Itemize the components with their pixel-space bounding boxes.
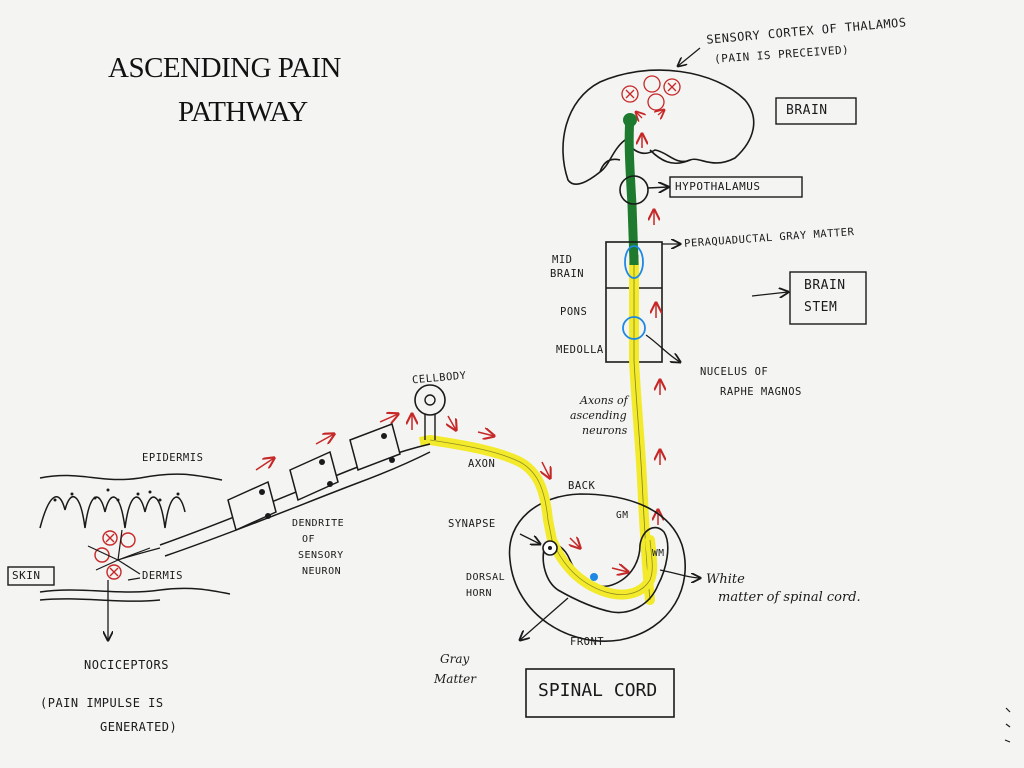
- page-title-line2: PATHWAY: [178, 96, 308, 128]
- ascending-arrows: [642, 134, 660, 525]
- cell-body: [414, 384, 446, 440]
- axon-label: AXON: [468, 458, 496, 470]
- gm-label: GM: [616, 510, 629, 521]
- dermis-label: DERMIS: [142, 570, 183, 582]
- dorsal-horn-label-2: HORN: [466, 588, 493, 599]
- myelin-sheaths: [227, 423, 401, 532]
- nociceptors-label: NOCICEPTORS: [84, 658, 169, 672]
- dendrite-label-2: OF: [302, 534, 316, 545]
- back-label: BACK: [568, 480, 596, 492]
- periaqueductal-marker: [624, 245, 644, 279]
- pain-impulse-label-2: GENERATED): [100, 720, 178, 734]
- brain-label: BRAIN: [786, 103, 828, 118]
- axons-label-1: Axons of: [580, 394, 628, 407]
- gray-matter-label-2: Matter: [434, 672, 476, 686]
- spinal-cord-section: [508, 493, 686, 642]
- axons-label-3: neurons: [582, 424, 628, 437]
- front-label: FRONT: [570, 636, 605, 648]
- page-title-line1: ASCENDING PAIN: [108, 52, 341, 84]
- hypothalamus-label-box: [669, 176, 803, 198]
- brain-stem-label-1: BRAIN: [804, 278, 846, 293]
- brain-stem-label-2: STEM: [804, 300, 838, 315]
- raphe-marker: [622, 316, 646, 340]
- hypothalamus-label: HYPOTHALAMUS: [675, 180, 761, 193]
- epidermis-label: EPIDERMIS: [142, 452, 204, 464]
- white-matter-label-1: White: [706, 572, 745, 587]
- hypothalamus-circle: [619, 175, 649, 205]
- cortex-receptors: [621, 75, 681, 118]
- axon-pathway: [425, 435, 658, 600]
- midbrain-label-1: MID: [552, 254, 573, 266]
- gray-matter-label-1: Gray: [440, 652, 470, 666]
- brain-label-box: [775, 97, 857, 125]
- dendrite-label-1: DENDRITE: [292, 518, 345, 529]
- raphe-label-1: NUCELUS OF: [700, 366, 769, 378]
- spinal-cord-label-box: [525, 668, 675, 718]
- pain-impulse-label-1: (PAIN IMPULSE IS: [40, 696, 164, 710]
- wm-label: WM: [652, 548, 665, 559]
- signature-marks: [1004, 707, 1011, 743]
- nociceptors: [94, 530, 136, 580]
- dendrite-label-3: SENSORY: [298, 550, 344, 561]
- raphe-label-2: RAPHE MAGNOS: [720, 386, 802, 398]
- skin-label: SKIN: [12, 569, 41, 582]
- axons-label-2: ascending: [570, 409, 627, 422]
- pons-label: PONS: [560, 306, 588, 318]
- brain-outline: [562, 69, 755, 185]
- white-matter-label-2: matter of spinal cord.: [718, 590, 861, 605]
- dendrite-label-4: NEURON: [302, 566, 342, 577]
- brain-stem-label-box: [789, 271, 867, 325]
- medulla-label: MEDOLLA: [556, 344, 604, 356]
- midbrain-label-2: BRAIN: [550, 268, 585, 280]
- skin-section: [39, 473, 231, 602]
- synapse-blue-dot: [590, 573, 598, 581]
- skin-label-box: [7, 566, 55, 586]
- spinal-cord-label: SPINAL CORD: [538, 680, 658, 701]
- dendrite-yellow: [419, 435, 431, 447]
- dorsal-horn-label-1: DORSAL: [466, 572, 506, 583]
- thalamic-tract: [624, 113, 639, 267]
- synapse-label: SYNAPSE: [448, 518, 496, 530]
- thalamus-node: [623, 113, 637, 127]
